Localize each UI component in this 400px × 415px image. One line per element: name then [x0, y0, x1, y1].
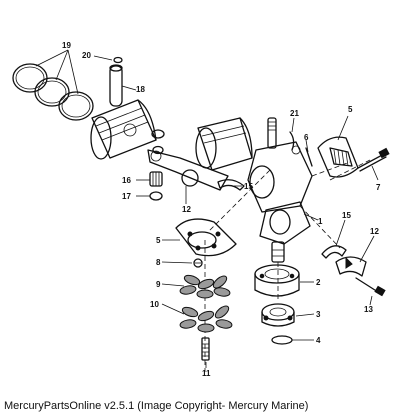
reed-petals [179, 274, 231, 299]
callout-15-lower: 15 [342, 211, 351, 220]
callout-1: 1 [318, 217, 323, 226]
callout-3: 3 [316, 310, 321, 319]
callout-10: 10 [150, 300, 159, 309]
callout-11: 11 [202, 369, 211, 378]
retaining-clip [113, 56, 123, 64]
bearing-half-upper [217, 179, 245, 191]
callout-9: 9 [156, 280, 161, 289]
bearing-half-lower [321, 245, 347, 259]
copyright-footer: MercuryPartsOnline v2.5.1 (Image Copyrig… [4, 400, 309, 412]
bolt-lower [355, 277, 386, 297]
reed-stops [179, 305, 233, 333]
piston-left [90, 99, 157, 160]
bolt-upper [357, 147, 390, 172]
callout-13: 13 [364, 305, 373, 314]
callout-6: 6 [304, 133, 309, 142]
callout-12-right: 12 [370, 227, 379, 236]
callout-2: 2 [316, 278, 321, 287]
washer-top [151, 129, 165, 139]
roller-bearing [261, 303, 295, 327]
callout-20: 20 [82, 51, 91, 60]
dowel-pin [305, 147, 313, 167]
needle-bearing [149, 171, 163, 187]
callout-labels: 19 20 18 16 17 12 15 21 5 6 7 1 15 12 13… [62, 41, 381, 378]
callout-19: 19 [62, 41, 71, 50]
callout-8: 8 [156, 258, 161, 267]
stud [201, 337, 210, 361]
callout-7: 7 [376, 183, 381, 192]
thrust-washer [149, 191, 163, 201]
bearing-carrier [254, 264, 300, 297]
reed-plate [175, 218, 237, 257]
callout-15-upper: 15 [244, 182, 253, 191]
screw [193, 258, 203, 268]
exploded-parts-diagram: 19 20 18 16 17 12 15 21 5 6 7 1 15 12 13… [12, 41, 390, 378]
snap-ring [271, 335, 293, 345]
callout-21: 21 [290, 109, 299, 118]
crankshaft [247, 117, 313, 263]
wrist-pin [109, 64, 123, 107]
callout-16: 16 [122, 176, 131, 185]
piston-rings [12, 63, 94, 121]
callout-5-upper: 5 [348, 105, 353, 114]
callout-4: 4 [316, 336, 321, 345]
leader-lines [35, 49, 379, 368]
callout-12-left: 12 [182, 205, 191, 214]
key-pin [289, 131, 295, 151]
callout-18: 18 [136, 85, 145, 94]
connecting-rod [147, 149, 229, 191]
callout-17: 17 [122, 192, 131, 201]
bearing-cage-upper [317, 136, 359, 178]
washer-mid [152, 145, 164, 155]
callout-5-lower: 5 [156, 236, 161, 245]
rod-cap [335, 256, 367, 277]
piston-right [195, 117, 253, 171]
